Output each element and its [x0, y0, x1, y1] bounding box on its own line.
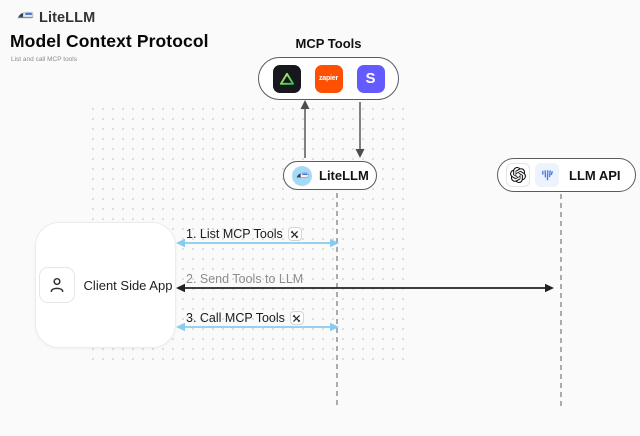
mcp-tools-node: zapier S: [258, 57, 399, 100]
mcp-tools-label: MCP Tools: [295, 36, 362, 51]
litellm-train-icon: [17, 7, 34, 29]
page-title: Model Context Protocol: [10, 31, 209, 51]
client-side-app-node: Client Side App: [35, 222, 176, 348]
triangle-tool-icon: [272, 64, 301, 93]
llm-api-node-label: LLM API: [569, 167, 621, 183]
stripe-icon: S: [356, 64, 385, 93]
page-subtitle: List and call MCP tools: [11, 56, 77, 63]
tools-icon: [289, 311, 304, 325]
step3-label-row: 3. Call MCP Tools: [186, 311, 304, 325]
litellm-node-label: LiteLLM: [319, 168, 369, 183]
tools-icon: [287, 227, 302, 241]
llm-provider-icon: [535, 163, 559, 187]
stripe-letter: S: [365, 70, 376, 87]
zapier-icon: zapier: [314, 64, 343, 93]
brand: LiteLLM: [17, 7, 95, 29]
llm-api-node: LLM API: [497, 158, 636, 192]
client-node-label: Client Side App: [83, 277, 173, 293]
step1-label-row: 1. List MCP Tools: [186, 227, 302, 241]
zapier-wordmark: zapier: [318, 75, 339, 82]
person-icon: [38, 267, 75, 303]
litellm-node: LiteLLM: [283, 161, 377, 190]
litellm-train-icon-small: [292, 165, 312, 186]
step2-text: 2. Send Tools to LLM: [186, 272, 304, 286]
step1-text: 1. List MCP Tools: [186, 227, 283, 241]
step2-label-row: 2. Send Tools to LLM: [186, 272, 303, 286]
openai-icon: [506, 163, 530, 187]
step3-text: 3. Call MCP Tools: [186, 311, 285, 325]
brand-name: LiteLLM: [39, 10, 96, 26]
